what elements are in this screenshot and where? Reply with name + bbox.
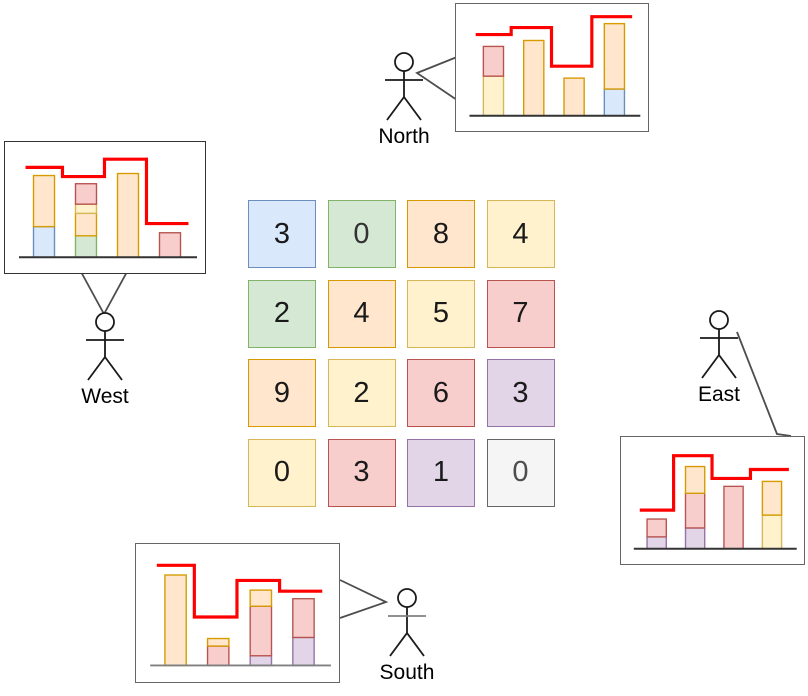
person-label-east: East [697, 383, 741, 406]
person-label-north: North [378, 125, 430, 148]
grid-cell-r4c1[interactable]: 0 [248, 438, 316, 507]
speech-tail-west [79, 269, 129, 316]
overlay-step-line [25, 157, 189, 226]
bar-segment [206, 645, 230, 667]
bar-segment [522, 39, 545, 117]
bar-segment [292, 636, 315, 667]
grid-cell-r3c3[interactable]: 6 [407, 359, 475, 427]
grid-cell-r2c4[interactable]: 7 [486, 279, 555, 348]
bar-segment [482, 75, 505, 117]
grid-cell-r2c2[interactable]: 4 [327, 279, 396, 348]
chart-bubble-east[interactable] [620, 436, 805, 565]
chart-east [633, 454, 797, 550]
chart-south [150, 563, 331, 667]
grid-cell-r3c2[interactable]: 2 [327, 359, 396, 427]
chart-bubble-north[interactable] [455, 3, 649, 132]
grid-cell-r1c3[interactable]: 8 [407, 200, 475, 268]
bar-segment [249, 589, 273, 607]
person-west[interactable]: West [78, 312, 132, 408]
grid-cell-r4c4[interactable]: 0 [486, 438, 555, 507]
grid-cell-r2c3[interactable]: 5 [407, 279, 475, 348]
grid-cell-r1c2[interactable]: 0 [327, 200, 396, 268]
bar-segment [603, 88, 626, 117]
bar-segment [563, 77, 585, 117]
stick-figure-icon [700, 310, 738, 379]
bar-segment [158, 232, 182, 258]
bar-segment [684, 465, 706, 494]
stick-figure-icon [86, 312, 124, 381]
person-label-south: South [379, 661, 435, 684]
bar-segment [249, 605, 273, 657]
chart-bubble-west[interactable] [4, 141, 206, 274]
stick-figure-icon [388, 588, 426, 657]
overlay-step-line [156, 563, 323, 619]
overlay-step-line [639, 454, 789, 512]
bar-segment [684, 492, 706, 529]
overlay-step-line [475, 15, 633, 68]
person-east[interactable]: East [692, 310, 746, 406]
bar-segment [761, 514, 783, 550]
bar-segment [482, 45, 505, 77]
grid-cell-r1c1[interactable]: 3 [248, 200, 316, 268]
chart-west [19, 157, 197, 259]
bar-segment [74, 212, 98, 237]
grid-cell-r4c3[interactable]: 1 [407, 438, 475, 507]
bar-segment [116, 172, 140, 258]
bar-segment [32, 225, 56, 258]
chart-bubble-south[interactable] [135, 543, 340, 683]
bar-segment [646, 518, 667, 538]
grid-cell-r3c4[interactable]: 3 [486, 359, 555, 427]
bar-segment [164, 574, 187, 667]
bar-segment [74, 235, 98, 258]
bar-segment [74, 183, 98, 205]
bar-segment [32, 174, 56, 228]
chart-north [469, 15, 641, 117]
bar-segment [292, 598, 315, 639]
stick-figure-icon [385, 52, 423, 121]
person-label-west: West [81, 385, 129, 408]
bar-segment [723, 485, 744, 550]
grid-cell-r3c1[interactable]: 9 [248, 359, 316, 427]
bar-segment [206, 637, 230, 647]
grid-cell-r4c2[interactable]: 3 [327, 438, 396, 507]
bar-segment [684, 527, 706, 550]
bar-segment [761, 480, 783, 516]
bar-segment [646, 536, 667, 550]
person-south[interactable]: South [379, 588, 435, 684]
bar-segment [74, 203, 98, 215]
grid-cell-r2c1[interactable]: 2 [248, 279, 316, 348]
bar-segment [249, 655, 273, 667]
person-north[interactable]: North [377, 52, 431, 148]
bar-segment [603, 22, 626, 90]
grid-cell-r1c4[interactable]: 4 [486, 200, 555, 268]
